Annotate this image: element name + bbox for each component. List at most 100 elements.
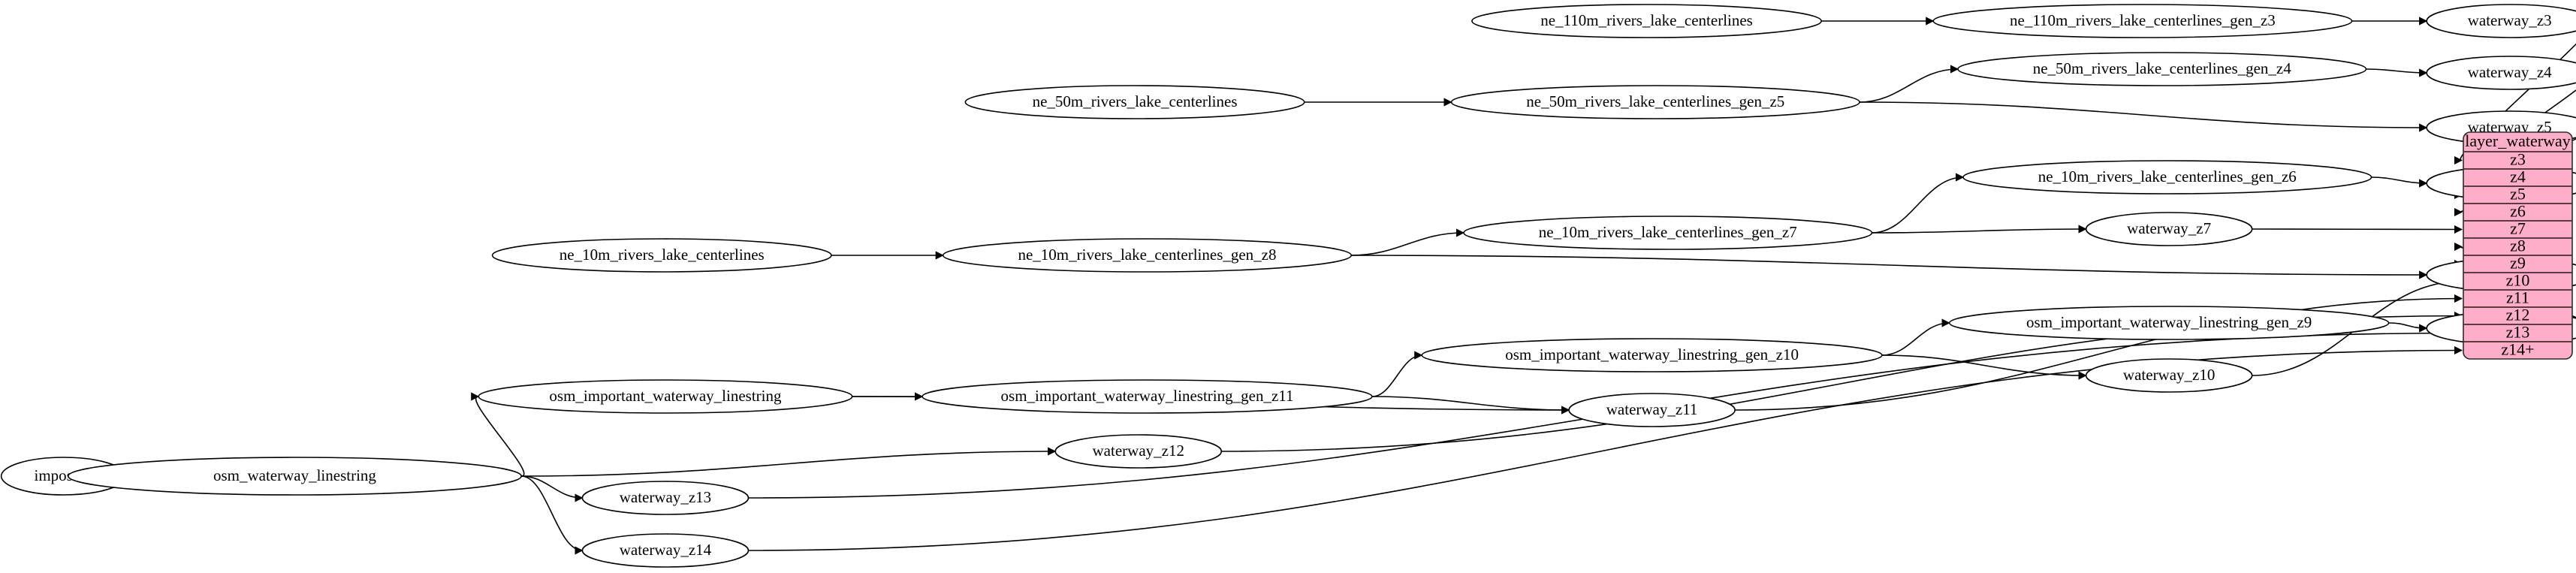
node-ne_10m_rivers_lake_centerlines_gen_z6[interactable]: ne_10m_rivers_lake_centerlines_gen_z6 (1962, 160, 2372, 195)
node-waterway_z3[interactable]: waterway_z3 (2426, 4, 2576, 38)
node-label: ne_10m_rivers_lake_centerlines (560, 246, 765, 264)
node-shape (964, 85, 1305, 119)
node-shape (942, 238, 1353, 273)
node-label: ne_10m_rivers_lake_centerlines_gen_z8 (1018, 246, 1276, 264)
node-shape (1450, 85, 1860, 119)
node-waterway_z4[interactable]: waterway_z4 (2426, 56, 2576, 90)
edge-osm_waterway_linestring-to-waterway_z13 (521, 475, 584, 502)
edge-waterway_z7-to-layer_waterway-z7 (2252, 225, 2463, 234)
node-waterway_z14[interactable]: waterway_z14 (581, 533, 750, 568)
node-label: osm_waterway_linestring (213, 466, 376, 484)
node-shape (1421, 338, 1883, 372)
node-osm_important_waterway_linestring[interactable]: osm_important_waterway_linestring (478, 379, 853, 414)
node-osm_important_waterway_linestring_gen_z9[interactable]: osm_important_waterway_linestring_gen_z9 (1948, 306, 2390, 340)
node-shape (1568, 393, 1736, 427)
edge-osm_important_waterway_linestring_gen_z11-to-waterway_z11 (1371, 396, 1570, 415)
node-label: osm_important_waterway_linestring_gen_z1… (1001, 387, 1294, 405)
edge-ne_50m_rivers_lake_centerlines_gen_z4-to-waterway_z4 (2366, 68, 2428, 77)
node-osm_waterway_linestring[interactable]: osm_waterway_linestring (67, 457, 522, 496)
layer-waterway-row-z10[interactable]: z10 (2506, 271, 2530, 290)
edge-osm_waterway_linestring-to-waterway_z12 (521, 447, 1057, 477)
edge-ne_50m_rivers_lake_centerlines_gen_z5-to-ne_50m_rivers_lake_centerlines_gen_z4 (1860, 65, 1959, 103)
node-label: ne_50m_rivers_lake_centerlines_gen_z4 (2033, 59, 2292, 77)
layer-waterway-row-z11[interactable]: z11 (2506, 288, 2529, 307)
edge-osm_important_waterway_linestring_gen_z10-to-waterway_z10 (1881, 354, 2087, 380)
node-label: waterway_z11 (1606, 400, 1698, 418)
node-osm_important_waterway_linestring_gen_z10[interactable]: osm_important_waterway_linestring_gen_z1… (1421, 338, 1883, 372)
node-shape (67, 457, 522, 496)
layer-waterway-row-z3[interactable]: z3 (2510, 150, 2526, 169)
node-shape (1962, 160, 2372, 195)
node-shape (581, 533, 750, 568)
node-label: waterway_z13 (620, 488, 711, 506)
node-ne_10m_rivers_lake_centerlines[interactable]: ne_10m_rivers_lake_centerlines (491, 238, 832, 273)
node-label: ne_50m_rivers_lake_centerlines_gen_z5 (1526, 92, 1784, 110)
node-label: waterway_z12 (1093, 442, 1184, 460)
edge-osm_important_waterway_linestring_gen_z9-to-waterway_z9 (2388, 322, 2428, 333)
edge-ne_10m_rivers_lake_centerlines_gen_z8-to-ne_10m_rivers_lake_centerlines_gen_z7 (1351, 228, 1465, 256)
node-shape (2426, 56, 2576, 90)
node-waterway_z10[interactable]: waterway_z10 (2085, 358, 2253, 393)
node-ne_110m_rivers_lake_centerlines_gen_z3[interactable]: ne_110m_rivers_lake_centerlines_gen_z3 (1932, 4, 2353, 38)
layer-waterway-row-z14+[interactable]: z14+ (2501, 340, 2534, 359)
layer-waterway-row-z13[interactable]: z13 (2506, 323, 2530, 342)
layer-waterway-title: layer_waterway (2465, 131, 2570, 150)
node-waterway_z7[interactable]: waterway_z7 (2085, 212, 2253, 246)
node-waterway_z12[interactable]: waterway_z12 (1054, 434, 1223, 469)
node-shape (581, 481, 750, 515)
node-osm_important_waterway_linestring_gen_z11[interactable]: osm_important_waterway_linestring_gen_z1… (922, 379, 1373, 414)
node-shape (1932, 4, 2353, 38)
layer-waterway-row-z5[interactable]: z5 (2510, 185, 2526, 204)
node-waterway_z11[interactable]: waterway_z11 (1568, 393, 1736, 427)
node-shape (2085, 358, 2253, 393)
node-label: osm_important_waterway_linestring_gen_z1… (1505, 345, 1799, 363)
node-shape (1471, 4, 1822, 38)
node-label: waterway_z7 (2127, 219, 2211, 237)
layer-waterway-row-z8[interactable]: z8 (2510, 237, 2526, 255)
node-label: ne_10m_rivers_lake_centerlines_gen_z6 (2038, 167, 2297, 185)
node-shape (1054, 434, 1223, 469)
layer-waterway-row-z4[interactable]: z4 (2510, 167, 2526, 186)
node-shape (2426, 4, 2576, 38)
layer-waterway-box[interactable] (2463, 131, 2573, 360)
edge-waterway_z11-to-layer_waterway-z11 (1735, 294, 2463, 411)
node-label: waterway_z10 (2123, 366, 2215, 384)
edge-ne_50m_rivers_lake_centerlines_gen_z5-to-waterway_z5 (1860, 101, 2428, 132)
node-shape (1948, 306, 2390, 340)
node-ne_110m_rivers_lake_centerlines[interactable]: ne_110m_rivers_lake_centerlines (1471, 4, 1822, 38)
edge-ne_10m_rivers_lake_centerlines_gen_z8-to-waterway_z8 (1351, 255, 2428, 279)
node-label: ne_110m_rivers_lake_centerlines (1540, 11, 1753, 29)
layer-waterway-row-z9[interactable]: z9 (2510, 254, 2526, 273)
edge-osm_waterway_linestring-to-osm_important_waterway_linestring (471, 392, 525, 477)
edge-ne_10m_rivers_lake_centerlines_gen_z6-to-waterway_z6 (2371, 176, 2428, 188)
node-label: waterway_z3 (2468, 11, 2552, 29)
edge-ne_10m_rivers_lake_centerlines_gen_z7-to-ne_10m_rivers_lake_centerlines_gen_z6 (1872, 173, 1965, 234)
node-shape (478, 379, 853, 414)
edge-osm_important_waterway_linestring_gen_z11-to-osm_important_waterway_linestring_gen_z10 (1371, 351, 1423, 397)
edge-ne_10m_rivers_lake_centerlines_gen_z7-to-waterway_z7 (1872, 225, 2087, 234)
node-waterway_z13[interactable]: waterway_z13 (581, 481, 750, 515)
edge-osm_waterway_linestring-to-waterway_z14 (521, 475, 584, 555)
node-label: ne_110m_rivers_lake_centerlines_gen_z3 (2010, 11, 2276, 29)
node-ne_50m_rivers_lake_centerlines_gen_z4[interactable]: ne_50m_rivers_lake_centerlines_gen_z4 (1957, 52, 2367, 86)
node-shape (922, 379, 1373, 414)
node-shape (2085, 212, 2253, 246)
layer-waterway-row-z6[interactable]: z6 (2510, 202, 2526, 221)
node-label: osm_important_waterway_linestring (549, 387, 782, 405)
layer-waterway-row-z7[interactable]: z7 (2510, 219, 2526, 238)
node-ne_50m_rivers_lake_centerlines_gen_z5[interactable]: ne_50m_rivers_lake_centerlines_gen_z5 (1450, 85, 1860, 119)
node-label: osm_important_waterway_linestring_gen_z9 (2026, 313, 2312, 331)
node-ne_10m_rivers_lake_centerlines_gen_z7[interactable]: ne_10m_rivers_lake_centerlines_gen_z7 (1463, 216, 1873, 250)
layer-waterway-table: layer_waterwayz3z4z5z6z7z8z9z10z11z12z13… (2463, 131, 2573, 360)
node-ne_50m_rivers_lake_centerlines[interactable]: ne_50m_rivers_lake_centerlines (964, 85, 1305, 119)
node-shape (491, 238, 832, 273)
layer-waterway-row-z12[interactable]: z12 (2506, 306, 2530, 324)
node-shape (1463, 216, 1873, 250)
node-label: ne_50m_rivers_lake_centerlines (1033, 92, 1238, 110)
node-label: waterway_z14 (620, 541, 712, 559)
node-ne_10m_rivers_lake_centerlines_gen_z8[interactable]: ne_10m_rivers_lake_centerlines_gen_z8 (942, 238, 1353, 273)
node-shape (1957, 52, 2367, 86)
